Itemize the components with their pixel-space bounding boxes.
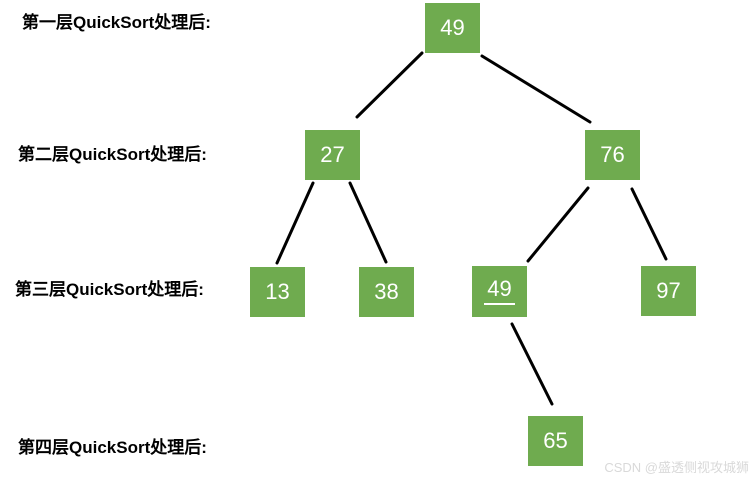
tree-node-49-pivot: 49 (472, 266, 527, 317)
tree-edge (348, 181, 388, 264)
tree-edge (355, 51, 424, 119)
tree-node-value: 27 (320, 142, 345, 167)
tree-node-value: 38 (374, 279, 399, 304)
tree-edge (275, 181, 315, 265)
tree-node-13: 13 (250, 267, 305, 317)
tree-node-value: 13 (265, 279, 290, 304)
row-label-1: 第一层QuickSort处理后: (22, 13, 211, 32)
tree-edge (510, 322, 554, 406)
row-label-4: 第四层QuickSort处理后: (18, 438, 207, 457)
tree-node-76: 76 (585, 130, 640, 180)
tree-node-value: 65 (543, 428, 568, 453)
row-label-2: 第二层QuickSort处理后: (18, 145, 207, 164)
tree-edge (630, 187, 668, 261)
watermark: CSDN @盛透侧视攻城狮 (604, 460, 749, 475)
tree-node-38: 38 (359, 267, 414, 317)
tree-node-value: 49 (484, 278, 515, 305)
tree-node-value: 76 (600, 142, 625, 167)
tree-node-27: 27 (305, 130, 360, 180)
tree-node-value: 49 (440, 15, 465, 40)
tree-node-49: 49 (425, 3, 480, 53)
row-label-3: 第三层QuickSort处理后: (15, 280, 204, 299)
tree-node-65: 65 (528, 416, 583, 466)
tree-edge (526, 186, 590, 263)
tree-node-value: 97 (656, 278, 681, 303)
tree-edge (480, 54, 592, 124)
tree-node-97: 97 (641, 266, 696, 316)
